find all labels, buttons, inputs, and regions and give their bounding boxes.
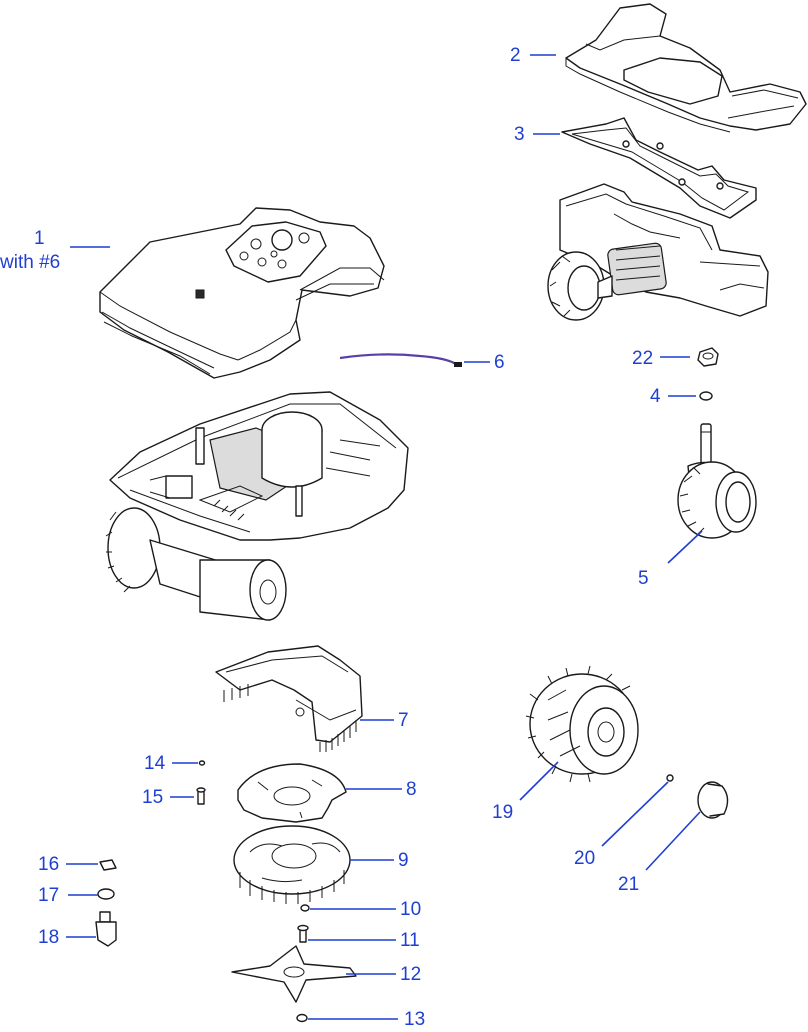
callout-22: 22: [632, 348, 653, 369]
upper-right-housing: [547, 183, 769, 321]
leader-lines: [66, 54, 703, 1020]
callout-7: 7: [398, 710, 409, 731]
part-13-nut: [296, 1013, 308, 1023]
callout-1: 1: [34, 228, 45, 249]
part-3-gasket: [561, 117, 757, 219]
part-22-nut: [697, 347, 719, 367]
leader-19: [519, 761, 559, 801]
callout-13: 13: [404, 1009, 425, 1030]
callout-12: 12: [400, 964, 421, 985]
callout-17: 17: [38, 885, 59, 906]
part-19-drive-wheel: [525, 665, 639, 783]
part-14-small-screw: [198, 760, 206, 766]
part-9-blade-disc: [233, 825, 351, 904]
callout-6: 6: [494, 352, 505, 373]
leader-21: [645, 811, 701, 871]
leader-5: [667, 530, 703, 564]
callout-9: 9: [398, 850, 409, 871]
callout-4: 4: [650, 386, 661, 407]
callout-20: 20: [574, 848, 595, 869]
callout-15: 15: [142, 787, 163, 808]
part-11-bolt: [297, 924, 309, 943]
callout-2: 2: [510, 45, 521, 66]
callout-8: 8: [406, 779, 417, 800]
part-6-cable: [339, 353, 462, 367]
part-17-o-ring: [97, 888, 115, 900]
part-21-hub-cap: [697, 781, 729, 819]
callout-10: 10: [400, 899, 421, 920]
part-16-clip: [99, 859, 117, 871]
callout-3: 3: [514, 124, 525, 145]
callout-labels: 1 with #6 2 3 4 5 6 7 8 9 10 11 12 13 14…: [0, 45, 661, 1030]
part-7-blade-guard: [215, 645, 363, 752]
callout-5: 5: [638, 568, 649, 589]
part-15-screw: [196, 787, 206, 805]
callout-19: 19: [492, 802, 513, 823]
part-8-plate: [237, 763, 347, 823]
part-5-caster-wheel: [677, 423, 757, 539]
callout-21: 21: [618, 874, 639, 895]
chassis-with-pcb: [105, 391, 409, 621]
callout-11: 11: [400, 930, 420, 951]
part-2-top-lid: [565, 3, 807, 133]
part-20-pin: [666, 774, 674, 782]
callout-18: 18: [38, 927, 59, 948]
callout-1-sub: with #6: [0, 252, 60, 273]
part-1-top-cover: [99, 207, 385, 379]
part-18-sensor: [95, 911, 117, 947]
leader-20: [601, 781, 669, 847]
part-12-blade-star: [231, 945, 357, 1003]
part-4-clip: [699, 391, 713, 401]
callout-16: 16: [38, 854, 59, 875]
part-10-small-nut: [300, 904, 310, 912]
callout-14: 14: [144, 753, 166, 774]
